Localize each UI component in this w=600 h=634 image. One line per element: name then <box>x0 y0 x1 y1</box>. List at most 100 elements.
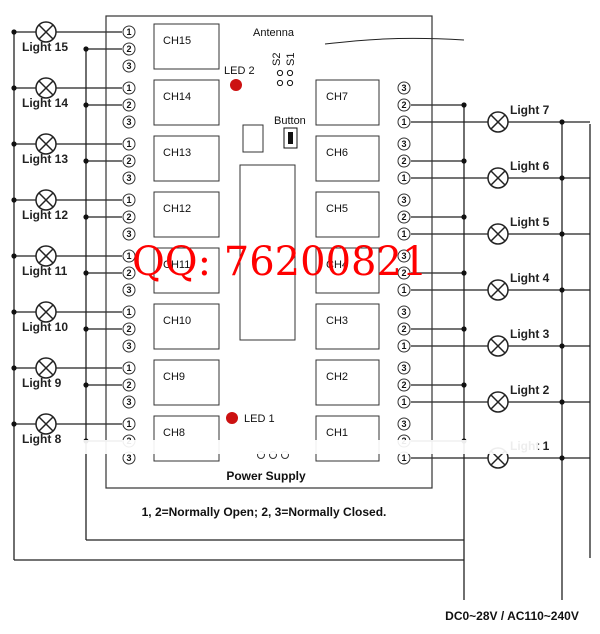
terminal-number: 1 <box>401 285 406 295</box>
terminal-three <box>397 193 411 207</box>
lamp-cross <box>38 304 54 320</box>
junction-dot <box>83 46 89 52</box>
terminal-number: 1 <box>126 27 131 37</box>
junction-dot <box>559 287 565 293</box>
terminal-one <box>122 249 136 263</box>
led1-indicator <box>226 412 238 424</box>
terminal-three <box>122 395 136 409</box>
image-break-strip <box>82 440 538 454</box>
terminal-blocks: 1231231231231231231231233213213213213213… <box>122 25 411 465</box>
terminal-three <box>397 137 411 151</box>
lamp-cross <box>38 136 54 152</box>
terminal-number: 2 <box>126 324 131 334</box>
terminal-number: 2 <box>401 324 406 334</box>
light-label: Light 12 <box>22 208 68 222</box>
lamp-cross <box>490 226 506 242</box>
junction-dot <box>461 382 467 388</box>
terminal-number: 3 <box>401 307 406 317</box>
relay-label: CH8 <box>163 427 185 439</box>
lamp-cross <box>38 360 54 376</box>
terminal-number: 1 <box>401 397 406 407</box>
terminal-number: 1 <box>401 117 406 127</box>
terminal-one <box>397 227 411 241</box>
terminal-two <box>397 210 411 224</box>
jumper-pins[interactable] <box>276 69 294 87</box>
terminal-number: 2 <box>401 212 406 222</box>
lamp-cross <box>490 114 506 130</box>
terminal-number: 2 <box>401 268 406 278</box>
terminal-three <box>122 171 136 185</box>
terminal-number: 1 <box>126 139 131 149</box>
terminal-number: 3 <box>126 453 131 463</box>
junction-dot <box>461 158 467 164</box>
terminal-number: 2 <box>401 100 406 110</box>
terminal-three <box>397 361 411 375</box>
light-label: Light 9 <box>22 376 62 390</box>
terminal-number: 2 <box>126 156 131 166</box>
button-label: Button <box>274 115 306 127</box>
terminal-number: 1 <box>126 419 131 429</box>
junction-dot <box>559 231 565 237</box>
terminal-number: 1 <box>401 341 406 351</box>
light-label: Light 11 <box>22 264 68 278</box>
terminal-number: 3 <box>401 419 406 429</box>
terminal-three <box>122 59 136 73</box>
terminal-two <box>122 210 136 224</box>
terminal-number: 3 <box>401 195 406 205</box>
relay-label: CH1 <box>326 427 348 439</box>
led2-label: LED 2 <box>224 65 255 77</box>
lamp-cross <box>490 170 506 186</box>
terminal-number: 1 <box>401 173 406 183</box>
terminal-one <box>397 395 411 409</box>
terminal-number: 1 <box>126 251 131 261</box>
terminal-two <box>122 42 136 56</box>
relay-label: CH3 <box>326 315 348 327</box>
junction-dot <box>11 197 17 203</box>
relay-label: CH14 <box>163 91 191 103</box>
terminal-two <box>397 154 411 168</box>
lamp-cross <box>38 24 54 40</box>
terminal-number: 3 <box>126 341 131 351</box>
terminal-one <box>122 25 136 39</box>
s1-label: S1 <box>285 53 297 66</box>
terminal-number: 3 <box>401 251 406 261</box>
terminal-two <box>122 322 136 336</box>
relay-ch11 <box>153 247 220 294</box>
relay-ch4 <box>315 247 380 294</box>
relay-label: CH2 <box>326 371 348 383</box>
terminal-two <box>122 98 136 112</box>
light-label: Light 7 <box>510 103 550 117</box>
terminal-number: 3 <box>126 173 131 183</box>
terminal-number: 1 <box>401 229 406 239</box>
lamp-cross <box>490 282 506 298</box>
junction-dot <box>11 365 17 371</box>
terminal-two <box>397 378 411 392</box>
terminal-number: 3 <box>126 285 131 295</box>
terminal-two <box>122 154 136 168</box>
learn-button-cap <box>288 132 293 144</box>
lamp-cross <box>490 394 506 410</box>
terminal-number: 3 <box>126 397 131 407</box>
lamp-cross <box>38 248 54 264</box>
terminal-three <box>397 249 411 263</box>
decoder-chip <box>239 164 296 341</box>
terminal-number: 2 <box>126 212 131 222</box>
terminal-number: 2 <box>126 44 131 54</box>
terminal-number: 3 <box>126 229 131 239</box>
relay-label: CH10 <box>163 315 191 327</box>
terminal-number: 2 <box>401 156 406 166</box>
antenna-label: Antenna <box>253 27 295 39</box>
terminal-two <box>122 266 136 280</box>
power-supply-label: Power Supply <box>226 469 306 483</box>
relay-ch12 <box>153 191 220 238</box>
junction-dot <box>11 85 17 91</box>
receiver-board <box>105 15 433 489</box>
terminal-one <box>397 283 411 297</box>
relay-label: CH13 <box>163 147 191 159</box>
relay-ch2 <box>315 359 380 406</box>
junction-dot <box>83 382 89 388</box>
contact-note: 1, 2=Normally Open; 2, 3=Normally Closed… <box>142 505 387 519</box>
junction-dot <box>83 214 89 220</box>
relay-ch9 <box>153 359 220 406</box>
